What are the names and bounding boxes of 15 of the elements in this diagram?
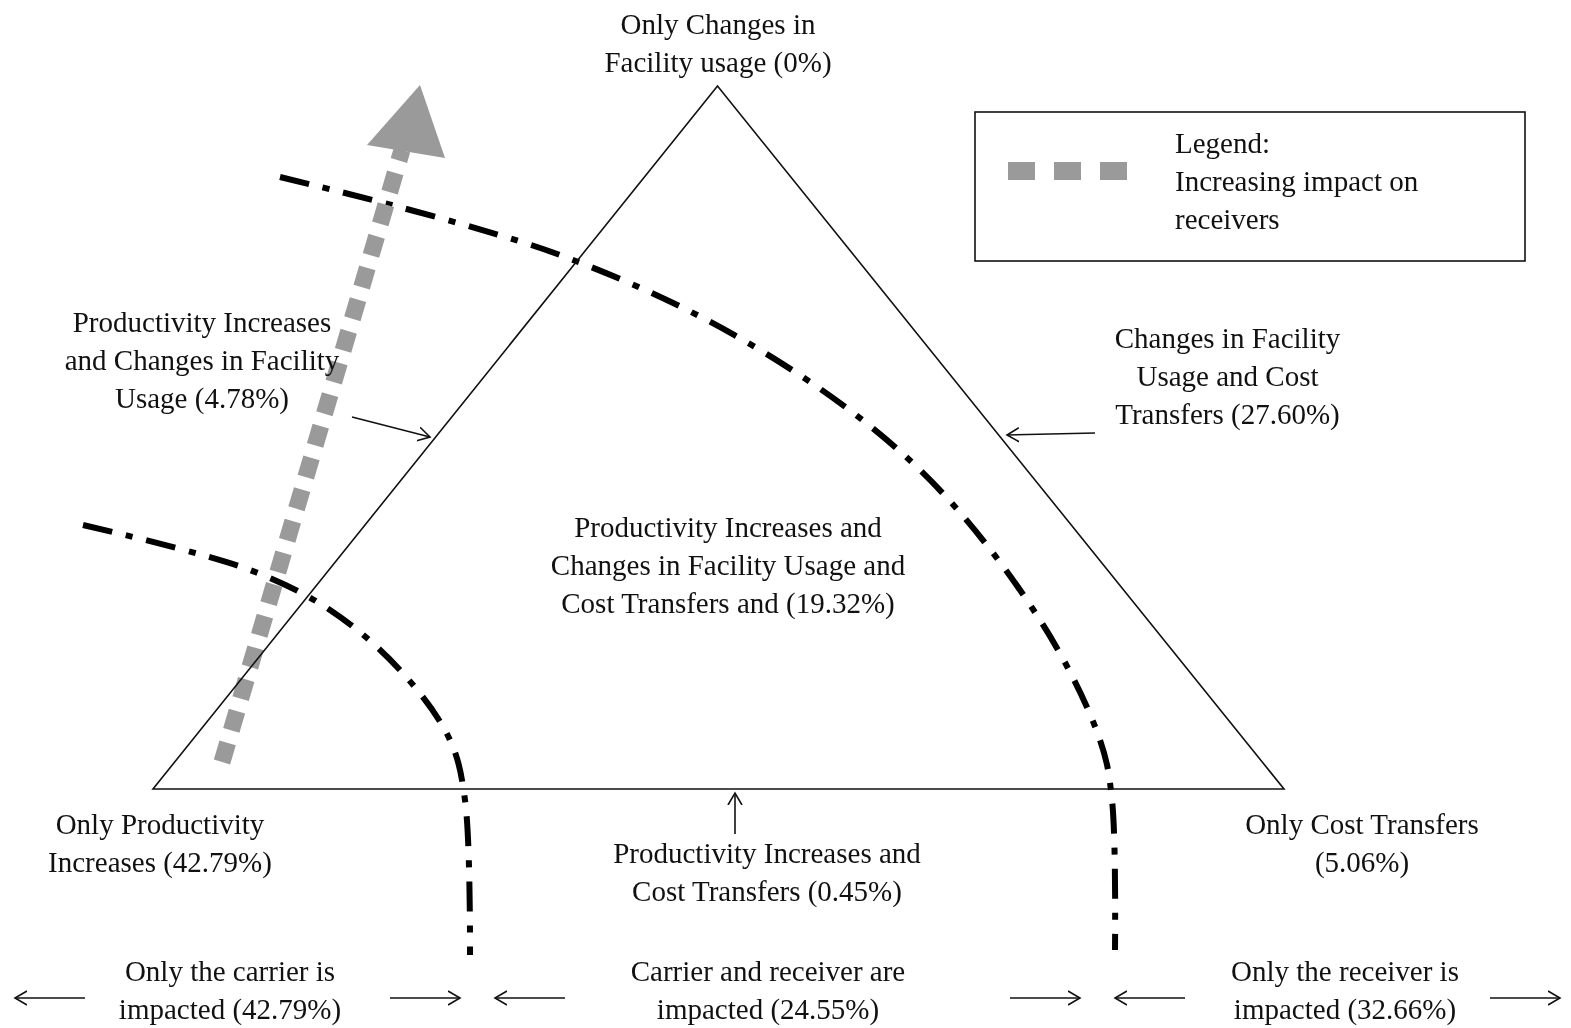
legend-label: Increasing impact on receivers (1175, 164, 1420, 237)
legend-title: Legend: (1175, 126, 1271, 161)
region-label: Productivity Increases and Cost Transfers (0.45%) (612, 836, 922, 909)
vertex-label: Only Cost Transfers (5.06%) (1244, 807, 1480, 880)
range-label: Only the receiver is impacted (32.66%) (1230, 954, 1460, 1027)
region-label: Productivity Increases and Changes in Facility Usage and Cost Transfers and (19.32%) (549, 510, 907, 621)
region-label: Productivity Increases and Changes in Facility Usage (4.78%) (63, 305, 341, 416)
leader-arrow (1006, 426, 1096, 443)
leader-arrow (727, 792, 743, 835)
range-label: Carrier and receiver are impacted (24.55%) (629, 954, 907, 1027)
range-label: Only the carrier is impacted (42.79%) (117, 954, 343, 1027)
region-label: Changes in Facility Usage and Cost Transfers (27.60%) (1113, 321, 1342, 432)
vertex-label: Only Productivity Increases (42.79%) (47, 807, 273, 880)
vertex-label: Only Changes in Facility usage (0%) (603, 7, 833, 80)
leader-arrow (351, 416, 431, 442)
